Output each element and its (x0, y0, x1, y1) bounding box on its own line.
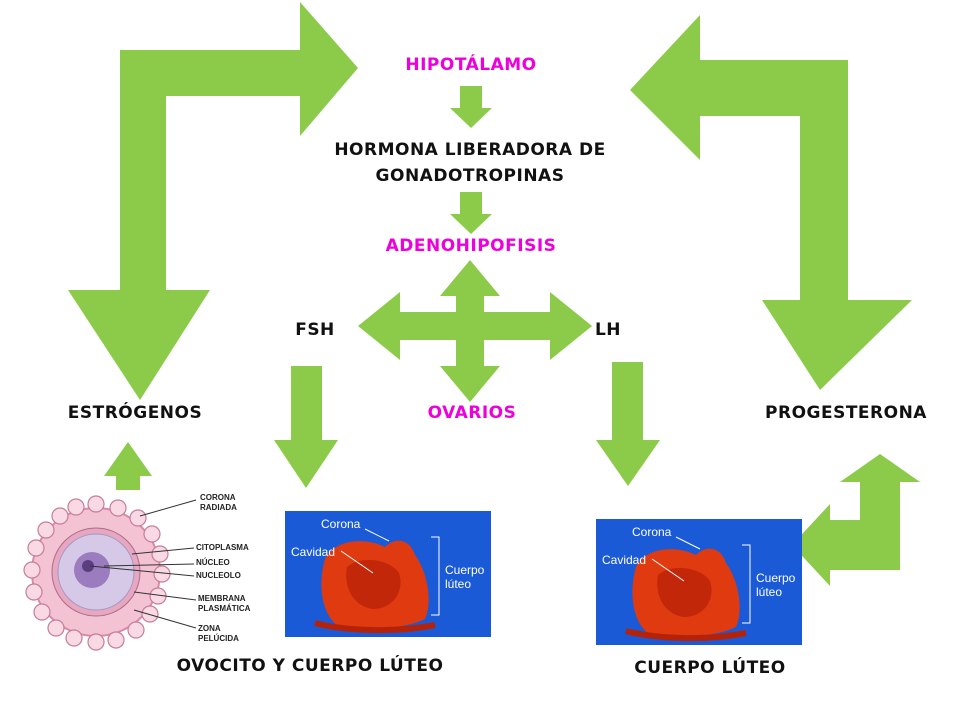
photo-right-cavidad-label: Cavidad (602, 553, 647, 567)
cuerpo-luteo-caption: CUERPO LÚTEO (634, 658, 786, 678)
arrow-lh-down (596, 362, 660, 486)
photo-left-corona-label: Corona (321, 517, 361, 531)
nucleo-label: NÚCLEO (196, 558, 230, 567)
arrow-hormona-adenohipofisis (450, 192, 492, 234)
progesterona-label: PROGESTERONA (765, 403, 927, 423)
ovarios-label: OVARIOS (427, 403, 517, 423)
right-feedback-arrow (630, 15, 912, 390)
photo-left-cavidad-label: Cavidad (291, 545, 336, 559)
hormona-label-line1: HORMONA LIBERADORA DE (334, 140, 606, 160)
cross-arrow (358, 260, 592, 402)
hipotalamo-label: HIPOTÁLAMO (405, 55, 537, 75)
citoplasma-label: CITOPLASMA (196, 543, 249, 552)
arrow-progesterona (792, 454, 920, 586)
lh-label: LH (594, 320, 622, 340)
arrow-fsh-down (274, 366, 338, 488)
arrow-up-estrogenos (104, 442, 152, 490)
hormona-label-line2: GONADOTROPINAS (375, 166, 565, 186)
nucleolo-label: NUCLEOLO (196, 571, 241, 580)
photo-right-corona-label: Corona (632, 525, 672, 539)
estrogenos-label: ESTRÓGENOS (67, 403, 203, 423)
ovocito-caption: OVOCITO Y CUERPO LÚTEO (176, 656, 444, 676)
fsh-label: FSH (295, 320, 335, 340)
arrow-hipotalamo-hormona (450, 86, 492, 128)
left-feedback-arrow (68, 2, 358, 400)
adenohipofisis-label: ADENOHIPOFISIS (385, 236, 557, 256)
